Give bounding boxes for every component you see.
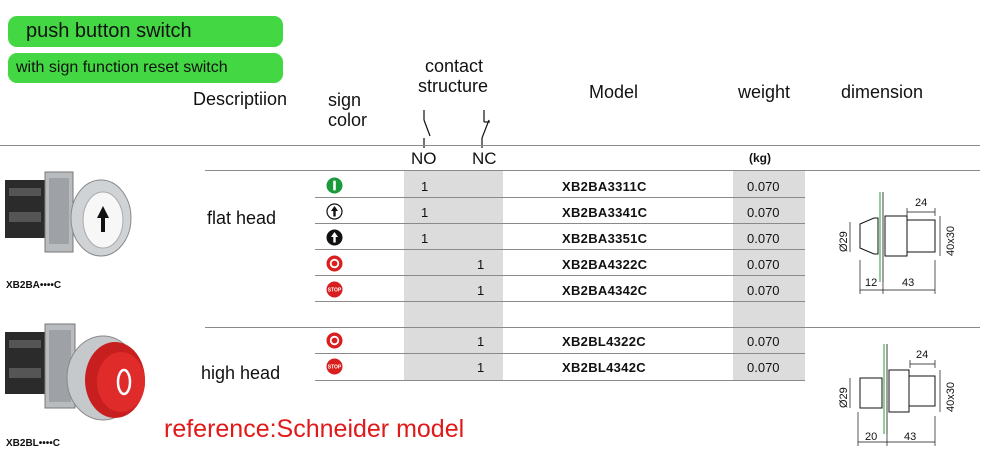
title-text: push button switch <box>26 20 192 42</box>
row-7-weight: 0.070 <box>747 360 780 375</box>
stop-label: STOP <box>328 288 342 294</box>
high-dim-height: 40x30 <box>945 382 957 412</box>
flat-dim-width: 24 <box>915 197 927 209</box>
row-3-weight: 0.070 <box>747 231 780 246</box>
row-rule <box>315 275 805 276</box>
flat-head-product-code: XB2BA••••C <box>6 280 62 291</box>
white-arrow-icon <box>326 203 343 220</box>
red-o-icon <box>326 255 343 272</box>
row-rule <box>315 249 805 250</box>
black-arrow-icon <box>326 229 343 246</box>
row-2-weight: 0.070 <box>747 205 780 220</box>
header-model: Model <box>589 82 639 102</box>
header-contact: contact <box>425 56 484 76</box>
weight-shaded-column <box>733 171 805 381</box>
row-1-weight: 0.070 <box>747 179 780 194</box>
header-color: color <box>328 110 368 130</box>
stop-label: STOP <box>328 365 342 371</box>
header-weight: weight <box>738 82 791 102</box>
row-rule <box>315 380 805 381</box>
row-2-no: 1 <box>421 205 429 220</box>
row-1-model: XB2BA3311C <box>562 179 647 194</box>
row-rule <box>315 197 805 198</box>
high-dim-dia: Ø29 <box>838 387 850 408</box>
high-head-dimension-drawing: 24 40x30 Ø29 20 43 <box>838 344 957 446</box>
no-contact-symbol <box>423 110 431 148</box>
header-nc: NC <box>472 149 497 168</box>
flat-dim-a: 12 <box>865 277 877 289</box>
red-o-icon <box>326 332 343 349</box>
weight-unit: (kg) <box>749 151 771 165</box>
row-6-nc: 1 <box>477 334 485 349</box>
reference-note: reference:Schneider model <box>164 415 465 443</box>
high-head-product-code: XB2BL••••C <box>6 438 61 449</box>
red-stop-icon: STOP <box>326 358 343 375</box>
no-nc-shaded-column <box>404 171 503 381</box>
high-dim-width: 24 <box>916 349 928 361</box>
red-stop-icon: STOP <box>326 281 343 298</box>
row-5-weight: 0.070 <box>747 283 780 298</box>
row-3-no: 1 <box>421 231 429 246</box>
flat-dim-height: 40x30 <box>945 226 957 256</box>
high-dim-a: 20 <box>865 431 877 443</box>
header-no: NO <box>411 149 437 168</box>
row-6-weight: 0.070 <box>747 334 780 349</box>
flat-dim-b: 43 <box>902 277 914 289</box>
row-5-model: XB2BA4342C <box>562 283 648 298</box>
flat-head-dimension-drawing: 24 40x30 Ø29 12 43 <box>838 192 957 294</box>
high-dim-b: 43 <box>904 431 916 443</box>
row-rule <box>315 301 805 302</box>
row-4-nc: 1 <box>477 257 485 272</box>
row-7-model: XB2BL4342C <box>562 360 646 375</box>
row-3-model: XB2BA3351C <box>562 231 648 246</box>
flat-head-button-image <box>5 171 132 257</box>
row-6-model: XB2BL4322C <box>562 334 646 349</box>
group-flat-head: flat head <box>207 208 277 228</box>
group-divider-rule <box>205 327 980 328</box>
row-7-nc: 1 <box>477 360 485 375</box>
row-1-no: 1 <box>421 179 429 194</box>
green-i-icon <box>326 177 343 194</box>
row-rule <box>315 223 805 224</box>
high-head-button-image <box>5 323 145 421</box>
group-high-head: high head <box>201 363 281 383</box>
subtitle-text: with sign function reset switch <box>16 59 228 76</box>
subtitle-banner: with sign function reset switch <box>8 53 283 83</box>
header-dimension: dimension <box>841 82 924 102</box>
row-rule <box>315 353 805 354</box>
header-top-rule <box>0 145 980 146</box>
row-4-model: XB2BA4322C <box>562 257 648 272</box>
row-5-nc: 1 <box>477 283 485 298</box>
header-structure: structure <box>418 76 489 96</box>
header-sign: sign <box>328 90 362 110</box>
row-4-weight: 0.070 <box>747 257 780 272</box>
header-bottom-rule <box>205 170 980 171</box>
flat-dim-dia: Ø29 <box>838 231 850 252</box>
nc-contact-symbol <box>481 110 490 148</box>
title-banner: push button switch <box>8 16 283 47</box>
header-description: Descriptiion <box>193 89 288 109</box>
row-2-model: XB2BA3341C <box>562 205 648 220</box>
